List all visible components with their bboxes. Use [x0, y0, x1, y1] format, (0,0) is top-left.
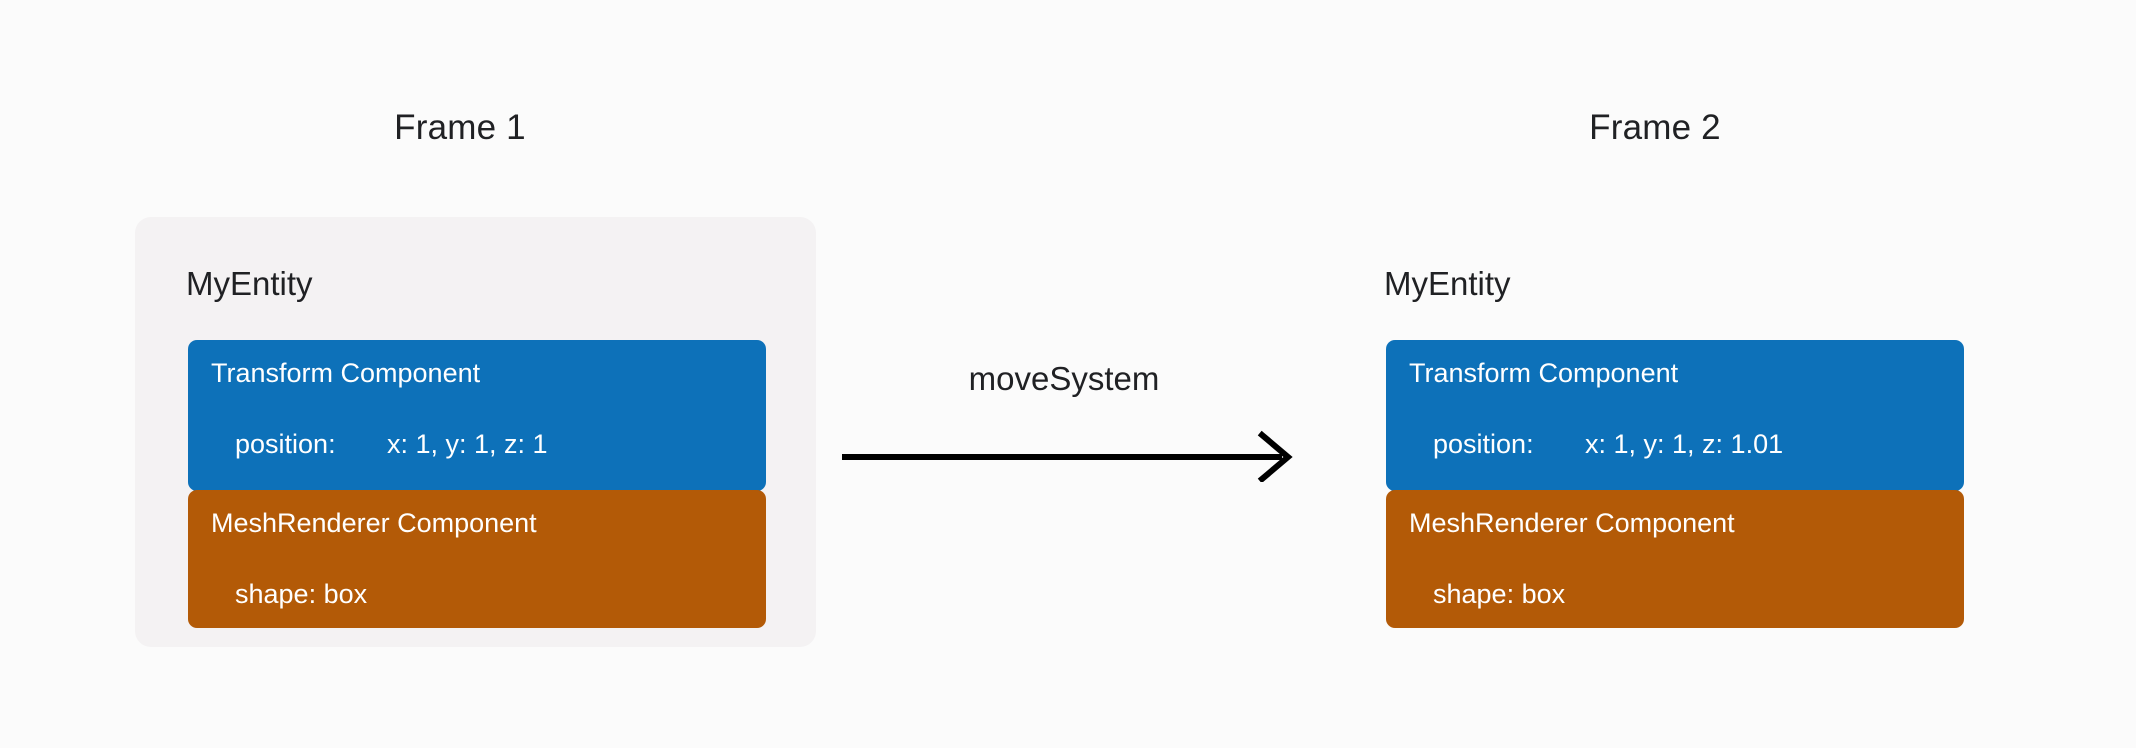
system-label: moveSystem: [968, 360, 1160, 397]
arrow-right-icon: [842, 430, 1293, 482]
frame-1-meshrenderer-component-card[interactable]: MeshRenderer Component shape: box: [188, 490, 766, 628]
frame-2-entity-panel: MyEntity Transform Component position: x:…: [1333, 217, 2014, 647]
frame-2-meshrenderer-shape-key: shape:: [1433, 579, 1515, 609]
frame-2-transform-position-key: position:: [1433, 429, 1534, 459]
system-transition-group: moveSystem: [840, 360, 1310, 500]
frame-1-entity-name: MyEntity: [186, 265, 313, 302]
frame-1-meshrenderer-shape-key: shape:: [235, 579, 317, 609]
frame-1-meshrenderer-shape-value: box: [323, 579, 368, 609]
frame-2-meshrenderer-shape-value: box: [1521, 579, 1566, 609]
frame-1-transform-component-card[interactable]: Transform Component position: x: 1, y: 1,…: [188, 340, 766, 491]
frame-1-transform-component-title: Transform Component: [211, 358, 481, 388]
frame-2-entity-name: MyEntity: [1384, 265, 1511, 302]
frame-2-transform-component-title: Transform Component: [1409, 358, 1679, 388]
frame-1-transform-position-key: position:: [235, 429, 336, 459]
frame-1-transform-position-row: position: x: 1, y: 1, z: 1: [235, 429, 548, 460]
frame-2-transform-position-row: position: x: 1, y: 1, z: 1.01: [1433, 429, 1783, 460]
frame-1-meshrenderer-shape-row: shape: box: [235, 579, 367, 610]
frame-2-meshrenderer-component-card[interactable]: MeshRenderer Component shape: box: [1386, 490, 1964, 628]
frame-2-transform-component-card[interactable]: Transform Component position: x: 1, y: 1,…: [1386, 340, 1964, 491]
frame-1-entity-panel: MyEntity Transform Component position: x:…: [135, 217, 816, 647]
frame-1-title: Frame 1: [394, 108, 526, 147]
frame-2-meshrenderer-component-title: MeshRenderer Component: [1409, 508, 1735, 538]
frame-2-title: Frame 2: [1589, 108, 1721, 147]
frame-1-transform-position-value: x: 1, y: 1, z: 1: [387, 429, 548, 459]
frame-2-meshrenderer-shape-row: shape: box: [1433, 579, 1565, 610]
frame-1-meshrenderer-component-title: MeshRenderer Component: [211, 508, 537, 538]
frame-2-transform-position-value: x: 1, y: 1, z: 1.01: [1585, 429, 1784, 459]
